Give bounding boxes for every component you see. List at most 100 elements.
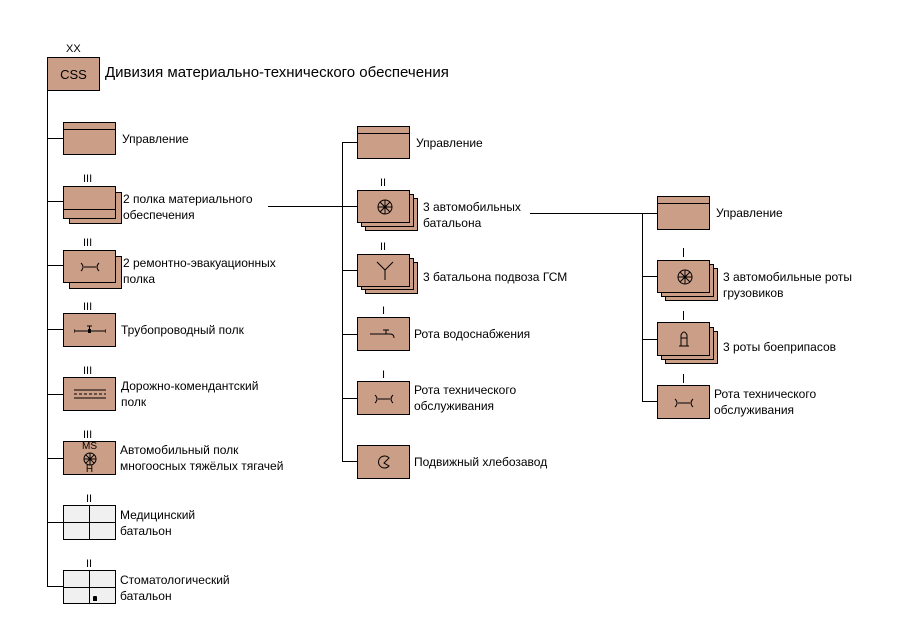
unit-label: Стоматологический (120, 573, 230, 587)
ammunition-unit-box[interactable] (657, 322, 710, 356)
connector (342, 334, 358, 335)
column3-trunk-line (642, 213, 643, 402)
echelon-marker: III (83, 173, 93, 185)
connector (642, 339, 658, 340)
unit-label: 3 автомобильные роты (723, 270, 853, 284)
unit-label: Трубопроводный полк (121, 323, 244, 337)
fuel-icon (376, 261, 394, 280)
connector (342, 461, 358, 462)
unit-label: обеспечения (123, 208, 195, 222)
water-unit-box[interactable] (357, 317, 410, 351)
maintenance-unit-box[interactable] (357, 381, 410, 415)
hq-box[interactable] (357, 126, 410, 159)
echelon-marker: III (83, 301, 93, 313)
unit-label: Рота водоснабжения (414, 327, 531, 341)
page-title: Дивизия материально-технического обеспеч… (105, 64, 449, 81)
echelon-marker: II (380, 241, 387, 253)
echelon-marker: II (86, 493, 93, 505)
maintenance-icon (80, 262, 100, 272)
root-echelon: XX (66, 43, 81, 55)
bakery-unit-box[interactable] (357, 445, 410, 479)
heavy-transport-unit-box[interactable]: MS H (63, 441, 116, 475)
pipeline-unit-box[interactable] (63, 313, 116, 347)
unit-label: 2 полка материального (123, 192, 253, 206)
unit-label: полка (123, 272, 156, 286)
wheel-icon (677, 269, 693, 285)
root-unit-code: CSS (60, 67, 87, 82)
unit-label: Подвижный хлебозавод (414, 455, 548, 469)
connector (47, 138, 64, 139)
unit-label: 3 роты боеприпасов (723, 340, 836, 354)
maintenance-unit-box[interactable] (63, 250, 116, 283)
echelon-marker-bar (683, 311, 684, 320)
unit-label: Рота технического (714, 387, 817, 401)
echelon-marker: III (83, 429, 93, 441)
connector (642, 401, 658, 402)
unit-label: Рота технического (414, 383, 517, 397)
unit-label: полк (121, 395, 147, 409)
maintenance-icon (374, 394, 394, 404)
column1-trunk-line (47, 90, 48, 586)
root-unit-box[interactable]: CSS (47, 57, 100, 91)
ammunition-icon (679, 331, 689, 347)
medical-unit-box[interactable] (63, 505, 116, 540)
unit-label: 3 автомобильных (423, 200, 521, 214)
unit-label: батальона (423, 216, 482, 230)
unit-label: батальон (120, 589, 172, 603)
connector-to-column2 (268, 206, 358, 207)
maintenance-unit-box[interactable] (657, 385, 710, 419)
column2-trunk-line (342, 142, 343, 461)
supply-unit-box[interactable] (63, 186, 116, 219)
unit-label: грузовиков (723, 286, 784, 300)
echelon-marker-bar (683, 374, 684, 383)
echelon-marker: I (382, 369, 386, 381)
connector (47, 394, 64, 395)
connector (47, 522, 64, 523)
connector (642, 276, 658, 277)
medical-cross-icon-h (64, 587, 115, 588)
maintenance-icon (674, 398, 694, 408)
hq-box[interactable] (63, 122, 116, 155)
unit-label: Управление (122, 132, 189, 146)
unit-label: Дорожно-комендантский (121, 379, 259, 393)
symbol-bottom-text: H (85, 464, 94, 475)
unit-label: обслуживания (714, 403, 795, 417)
water-tap-icon (370, 329, 395, 339)
fuel-unit-box[interactable] (357, 254, 410, 287)
medical-cross-icon-h (64, 522, 115, 523)
road-icon (74, 389, 106, 399)
echelon-marker: III (83, 237, 93, 249)
connector (342, 142, 358, 143)
wheel-icon (83, 452, 97, 466)
echelon-marker: II (380, 177, 387, 189)
hq-icon (358, 133, 409, 134)
unit-label: многоосных тяжёлых тягачей (120, 459, 284, 473)
connector (342, 270, 358, 271)
connector-to-column3 (530, 213, 658, 214)
hq-icon (658, 203, 709, 204)
unit-label: обслуживания (414, 399, 495, 413)
symbol-top-text: MS (82, 441, 97, 452)
connector (47, 458, 64, 459)
transport-unit-box[interactable] (657, 260, 710, 293)
hq-icon (64, 129, 115, 130)
connector (342, 398, 358, 399)
tooth-icon (93, 596, 97, 601)
echelon-marker-bar (683, 248, 684, 257)
supply-icon (64, 209, 115, 210)
bakery-icon (378, 455, 390, 469)
echelon-marker: III (83, 365, 93, 377)
hq-box[interactable] (657, 196, 710, 230)
echelon-marker: II (86, 558, 93, 570)
connector (47, 265, 64, 266)
echelon-marker: I (382, 305, 386, 317)
road-traffic-unit-box[interactable] (63, 377, 116, 411)
transport-unit-box[interactable] (357, 190, 410, 223)
unit-label: батальон (120, 524, 172, 538)
connector (47, 329, 64, 330)
dental-unit-box[interactable] (63, 570, 116, 604)
connector (47, 586, 64, 587)
unit-label: Автомобильный полк (120, 443, 239, 457)
wheel-icon (377, 199, 393, 215)
connector (47, 201, 64, 202)
